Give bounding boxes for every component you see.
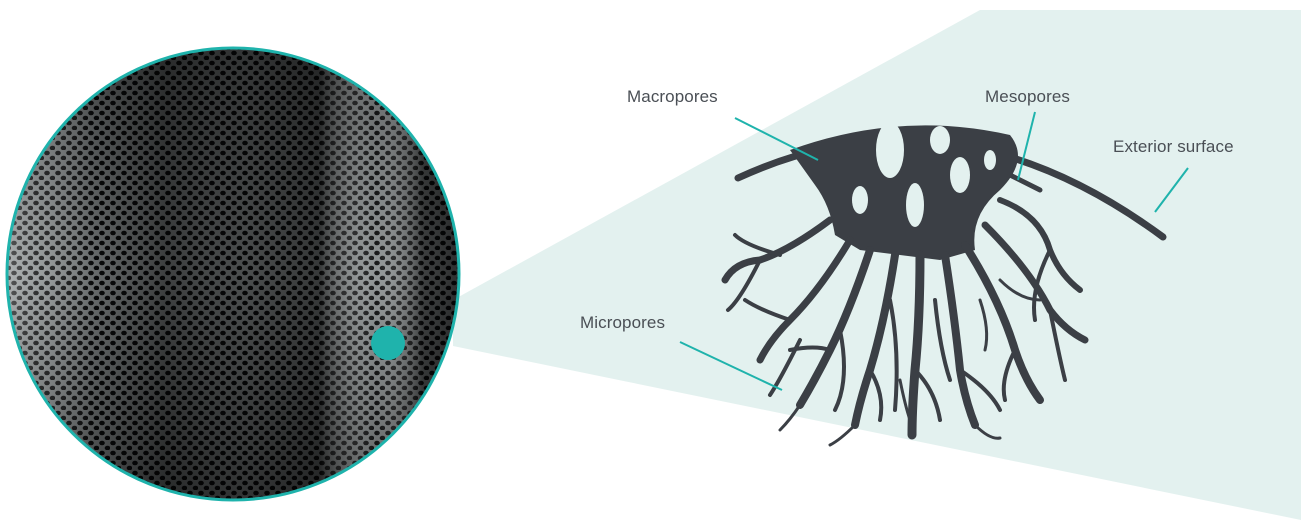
micropores-label: Micropores	[580, 313, 665, 332]
zoom-wedge	[453, 10, 1301, 520]
mesopores-label: Mesopores	[985, 87, 1070, 106]
macropores-label: Macropores	[627, 87, 718, 106]
magnifier-marker-dot	[371, 326, 405, 360]
magnified-surface-image	[0, 40, 470, 510]
exterior-surface-label: Exterior surface	[1113, 137, 1234, 156]
